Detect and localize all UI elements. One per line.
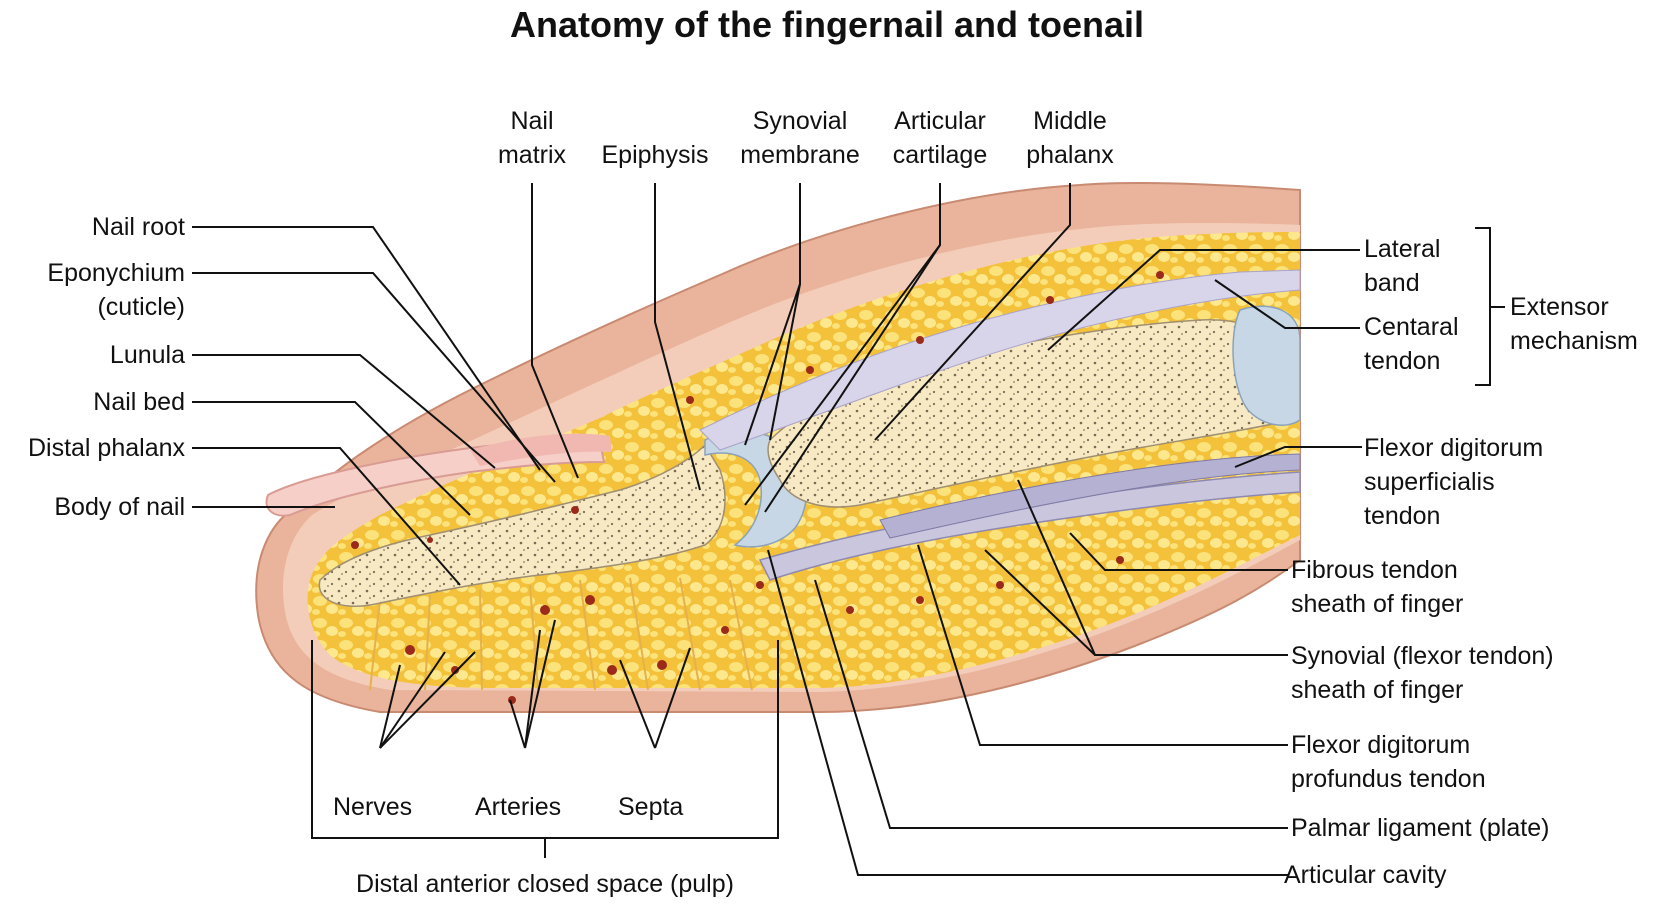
label-lateral-band: Lateral band xyxy=(1364,232,1440,300)
leader-lines xyxy=(192,183,1505,876)
pulp-septa xyxy=(369,577,753,691)
label-distal-phalanx: Distal phalanx xyxy=(27,434,185,462)
label-articular-cartilage-line1: Articular xyxy=(894,107,986,135)
label-fdp-tendon-line2: profundus tendon xyxy=(1291,765,1486,793)
label-synovial-membrane-line1: Synovial xyxy=(752,107,848,135)
label-fds-tendon: Flexor digitorum superficialis tendon xyxy=(1364,431,1543,533)
label-synovial-sheath: Synovial (flexor tendon) sheath of finge… xyxy=(1291,639,1554,707)
label-nail-matrix: Nail matrix xyxy=(487,104,577,172)
label-fibrous-sheath-line1: Fibrous tendon xyxy=(1291,556,1458,584)
label-eponychium-line1: Eponychium xyxy=(47,259,185,287)
label-eponychium: Eponychium (cuticle) xyxy=(47,256,185,324)
label-epiphysis: Epiphysis xyxy=(601,141,709,169)
label-lateral-band-line2: band xyxy=(1364,269,1420,297)
label-middle-phalanx: Middle phalanx xyxy=(1010,104,1130,172)
label-septa: Septa xyxy=(618,793,684,821)
label-synovial-sheath-line2: sheath of finger xyxy=(1291,676,1464,704)
label-nail-bed: Nail bed xyxy=(93,388,185,416)
label-fibrous-sheath: Fibrous tendon sheath of finger xyxy=(1291,553,1463,621)
label-body-of-nail: Body of nail xyxy=(54,493,185,521)
label-middle-phalanx-line2: phalanx xyxy=(1026,141,1114,169)
label-nail-root: Nail root xyxy=(91,213,185,241)
label-synovial-membrane-line2: membrane xyxy=(740,141,860,169)
flexor-superficialis-tendon xyxy=(879,453,1301,539)
label-synovial-sheath-line1: Synovial (flexor tendon) xyxy=(1291,642,1554,670)
label-arteries: Arteries xyxy=(475,793,562,821)
label-extensor-mechanism-line2: mechanism xyxy=(1510,327,1638,355)
label-fibrous-sheath-line2: sheath of finger xyxy=(1291,590,1464,618)
label-articular-cavity: Articular cavity xyxy=(1284,861,1447,889)
label-fds-tendon-line3: tendon xyxy=(1364,502,1441,530)
label-fdp-tendon-line1: Flexor digitorum xyxy=(1291,731,1471,759)
diagram-title: Anatomy of the fingernail and toenail xyxy=(509,4,1145,45)
middle-phalanx-head-cartilage xyxy=(1232,305,1301,426)
label-central-tendon: Centaral tendon xyxy=(1364,310,1459,378)
label-articular-cartilage-line2: cartilage xyxy=(892,141,988,169)
distal-phalanx-bone xyxy=(318,443,726,607)
label-nail-matrix-line2: matrix xyxy=(497,141,567,169)
label-lunula: Lunula xyxy=(109,341,185,369)
label-middle-phalanx-line1: Middle xyxy=(1033,107,1107,135)
extensor-tendon xyxy=(699,269,1301,451)
label-eponychium-line2: (cuticle) xyxy=(97,293,185,321)
label-central-tendon-line1: Centaral xyxy=(1364,313,1459,341)
label-lateral-band-line1: Lateral xyxy=(1364,235,1441,263)
label-synovial-membrane: Synovial membrane xyxy=(725,104,875,172)
label-fds-tendon-line2: superficialis xyxy=(1364,468,1495,496)
label-fds-tendon-line1: Flexor digitorum xyxy=(1364,434,1544,462)
label-pulp: Distal anterior closed space (pulp) xyxy=(356,870,734,898)
label-articular-cartilage: Articular cartilage xyxy=(875,104,1005,172)
label-central-tendon-line2: tendon xyxy=(1364,347,1441,375)
label-nail-matrix-line1: Nail xyxy=(510,107,554,135)
label-extensor-mechanism-line1: Extensor xyxy=(1510,293,1609,321)
label-palmar-ligament: Palmar ligament (plate) xyxy=(1291,814,1550,842)
label-extensor-mechanism: Extensor mechanism xyxy=(1510,290,1638,358)
nail-root xyxy=(470,433,612,466)
label-nerves: Nerves xyxy=(333,793,413,821)
label-fdp-tendon: Flexor digitorum profundus tendon xyxy=(1291,728,1486,796)
